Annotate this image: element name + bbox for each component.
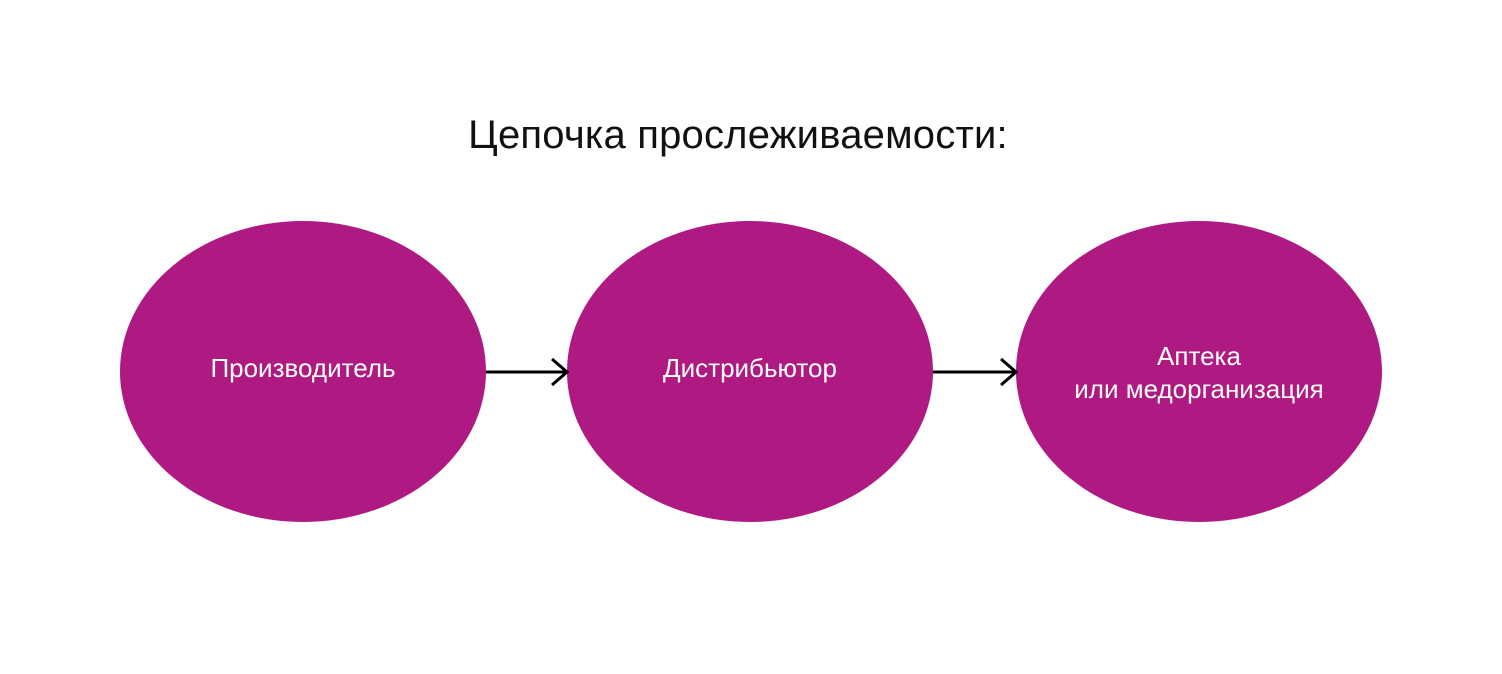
arrow-right-icon [933, 357, 1019, 387]
diagram-title: Цепочка прослеживаемости: [468, 113, 1008, 157]
node-pharmacy-label: Аптека или медорганизация [1074, 340, 1324, 404]
arrow-right-icon [486, 357, 570, 387]
node-distributor: Дистрибьютор [567, 221, 933, 522]
node-distributor-label: Дистрибьютор [663, 353, 837, 383]
node-producer: Производитель [120, 221, 486, 522]
node-pharmacy: Аптека или медорганизация [1016, 221, 1382, 522]
node-producer-label: Производитель [210, 353, 396, 383]
